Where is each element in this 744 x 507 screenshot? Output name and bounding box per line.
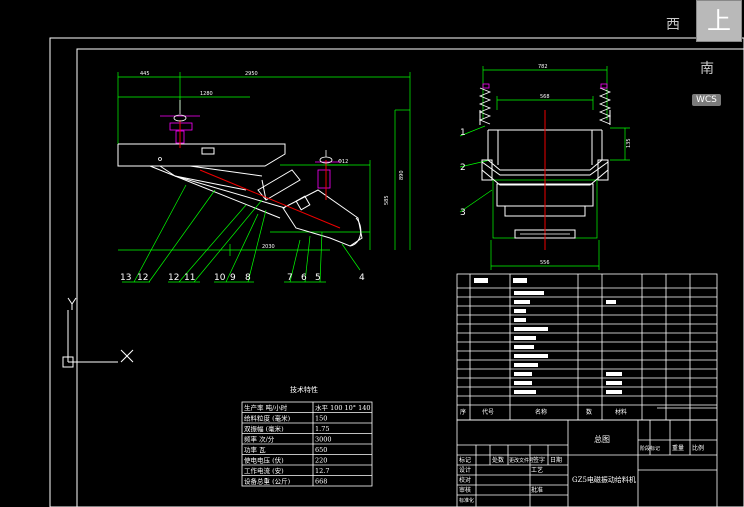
spec-value-7: 668 bbox=[315, 478, 327, 486]
balloon-11: 11 bbox=[184, 273, 195, 283]
balloon-8: 8 bbox=[245, 273, 251, 283]
viewcube-top-face[interactable]: 上 bbox=[696, 0, 742, 42]
header-material: 材料 bbox=[615, 408, 627, 416]
ucs-icon bbox=[62, 297, 134, 368]
left-label-5: 批准 bbox=[531, 486, 543, 494]
balloon-12b: 12 bbox=[168, 273, 179, 283]
left-label-2: 审核 bbox=[459, 486, 471, 494]
viewcube-south-label[interactable]: 南 bbox=[700, 61, 714, 77]
left-label-0: 设计 bbox=[459, 466, 471, 474]
viewcube-west-label[interactable]: 西 bbox=[666, 17, 680, 33]
svg-text:135: 135 bbox=[626, 138, 632, 148]
balloon-10: 10 bbox=[214, 273, 226, 283]
side-view[interactable]: 782 568 135 556 bbox=[459, 64, 632, 270]
spec-label-7: 设备总重 (公斤) bbox=[244, 477, 291, 486]
left-label-4: 标准化 bbox=[459, 497, 474, 504]
spec-table: 技术特性 生产率 吨/小时 水平 100 10° 140 给料粒度 (毫米) 1… bbox=[241, 385, 373, 487]
sign-label-4: 日期 bbox=[550, 456, 562, 464]
spec-label-1: 给料粒度 (毫米) bbox=[244, 414, 291, 423]
spec-value-5: 220 bbox=[315, 457, 327, 465]
scale-label-1: 重量 bbox=[672, 444, 684, 452]
sheet-label: 总图 bbox=[594, 434, 610, 444]
title-block[interactable]: 序 代号 名称 数 材料 总图 GZ5电磁振动给料机 标记 处数 更改文件号 签… bbox=[456, 273, 718, 507]
spec-table-title: 技术特性 bbox=[290, 385, 318, 394]
sheet-inner-border bbox=[76, 48, 744, 507]
balloon-9: 9 bbox=[230, 273, 236, 283]
header-qty: 数 bbox=[586, 408, 592, 416]
sheet-outer-border bbox=[49, 37, 744, 507]
spec-label-4: 功率 瓦 bbox=[244, 445, 266, 454]
balloon-4: 4 bbox=[359, 273, 365, 283]
left-label-1: 校对 bbox=[459, 476, 471, 484]
svg-text:445: 445 bbox=[140, 71, 150, 77]
balloon-7: 7 bbox=[287, 273, 293, 283]
sign-label-0: 标记 bbox=[459, 456, 471, 464]
svg-text:2030: 2030 bbox=[262, 244, 275, 250]
svg-text:2950: 2950 bbox=[245, 71, 258, 77]
svg-text:890: 890 bbox=[399, 170, 405, 180]
svg-text:585: 585 bbox=[384, 195, 390, 205]
sign-label-2: 更改文件号 bbox=[509, 457, 534, 464]
side-balloon-1: 1 bbox=[460, 128, 466, 138]
spec-label-6: 工作电流 (安) bbox=[244, 466, 284, 475]
spec-value-3: 3000 bbox=[315, 436, 332, 444]
svg-text:Φ12: Φ12 bbox=[338, 159, 348, 165]
svg-text:782: 782 bbox=[538, 64, 548, 70]
balloon-12a: 12 bbox=[137, 273, 148, 283]
spec-label-2: 双振幅 (毫米) bbox=[244, 424, 284, 433]
spec-label-0: 生产率 吨/小时 bbox=[244, 403, 288, 412]
wcs-menu-button[interactable]: WCS bbox=[692, 94, 721, 106]
spec-value-2: 1.75 bbox=[315, 425, 329, 433]
svg-text:556: 556 bbox=[540, 260, 550, 266]
header-code: 代号 bbox=[482, 408, 494, 416]
sign-label-3: 签字 bbox=[533, 456, 545, 464]
header-seq: 序 bbox=[460, 408, 466, 416]
side-balloon-2: 2 bbox=[460, 163, 466, 173]
spec-value-6: 12.7 bbox=[315, 467, 329, 475]
balloon-5: 5 bbox=[315, 273, 321, 283]
spec-value-0: 水平 100 10° 140 bbox=[315, 403, 371, 412]
front-view[interactable]: 445 2950 1280 890 585 2030 Φ12 bbox=[117, 71, 411, 283]
svg-text:1280: 1280 bbox=[200, 91, 213, 97]
svg-text:568: 568 bbox=[540, 94, 550, 100]
spec-label-5: 使电电压 (伏) bbox=[244, 456, 284, 465]
sign-label-1: 处数 bbox=[492, 456, 504, 464]
side-balloon-3: 3 bbox=[460, 208, 466, 218]
spec-value-1: 150 bbox=[315, 415, 327, 423]
scale-label-2: 比例 bbox=[692, 444, 704, 452]
balloon-6: 6 bbox=[301, 273, 307, 283]
header-name: 名称 bbox=[535, 408, 547, 416]
balloon-13: 13 bbox=[120, 273, 131, 283]
scale-label-0: 阶段标记 bbox=[640, 445, 660, 452]
viewcube[interactable]: 西 上 南 WCS bbox=[666, 0, 744, 110]
spec-value-4: 650 bbox=[315, 446, 327, 454]
left-label-3: 工艺 bbox=[531, 466, 543, 474]
spec-label-3: 频率 次/分 bbox=[244, 435, 275, 444]
drawing-name: GZ5电磁振动给料机 bbox=[572, 475, 636, 484]
